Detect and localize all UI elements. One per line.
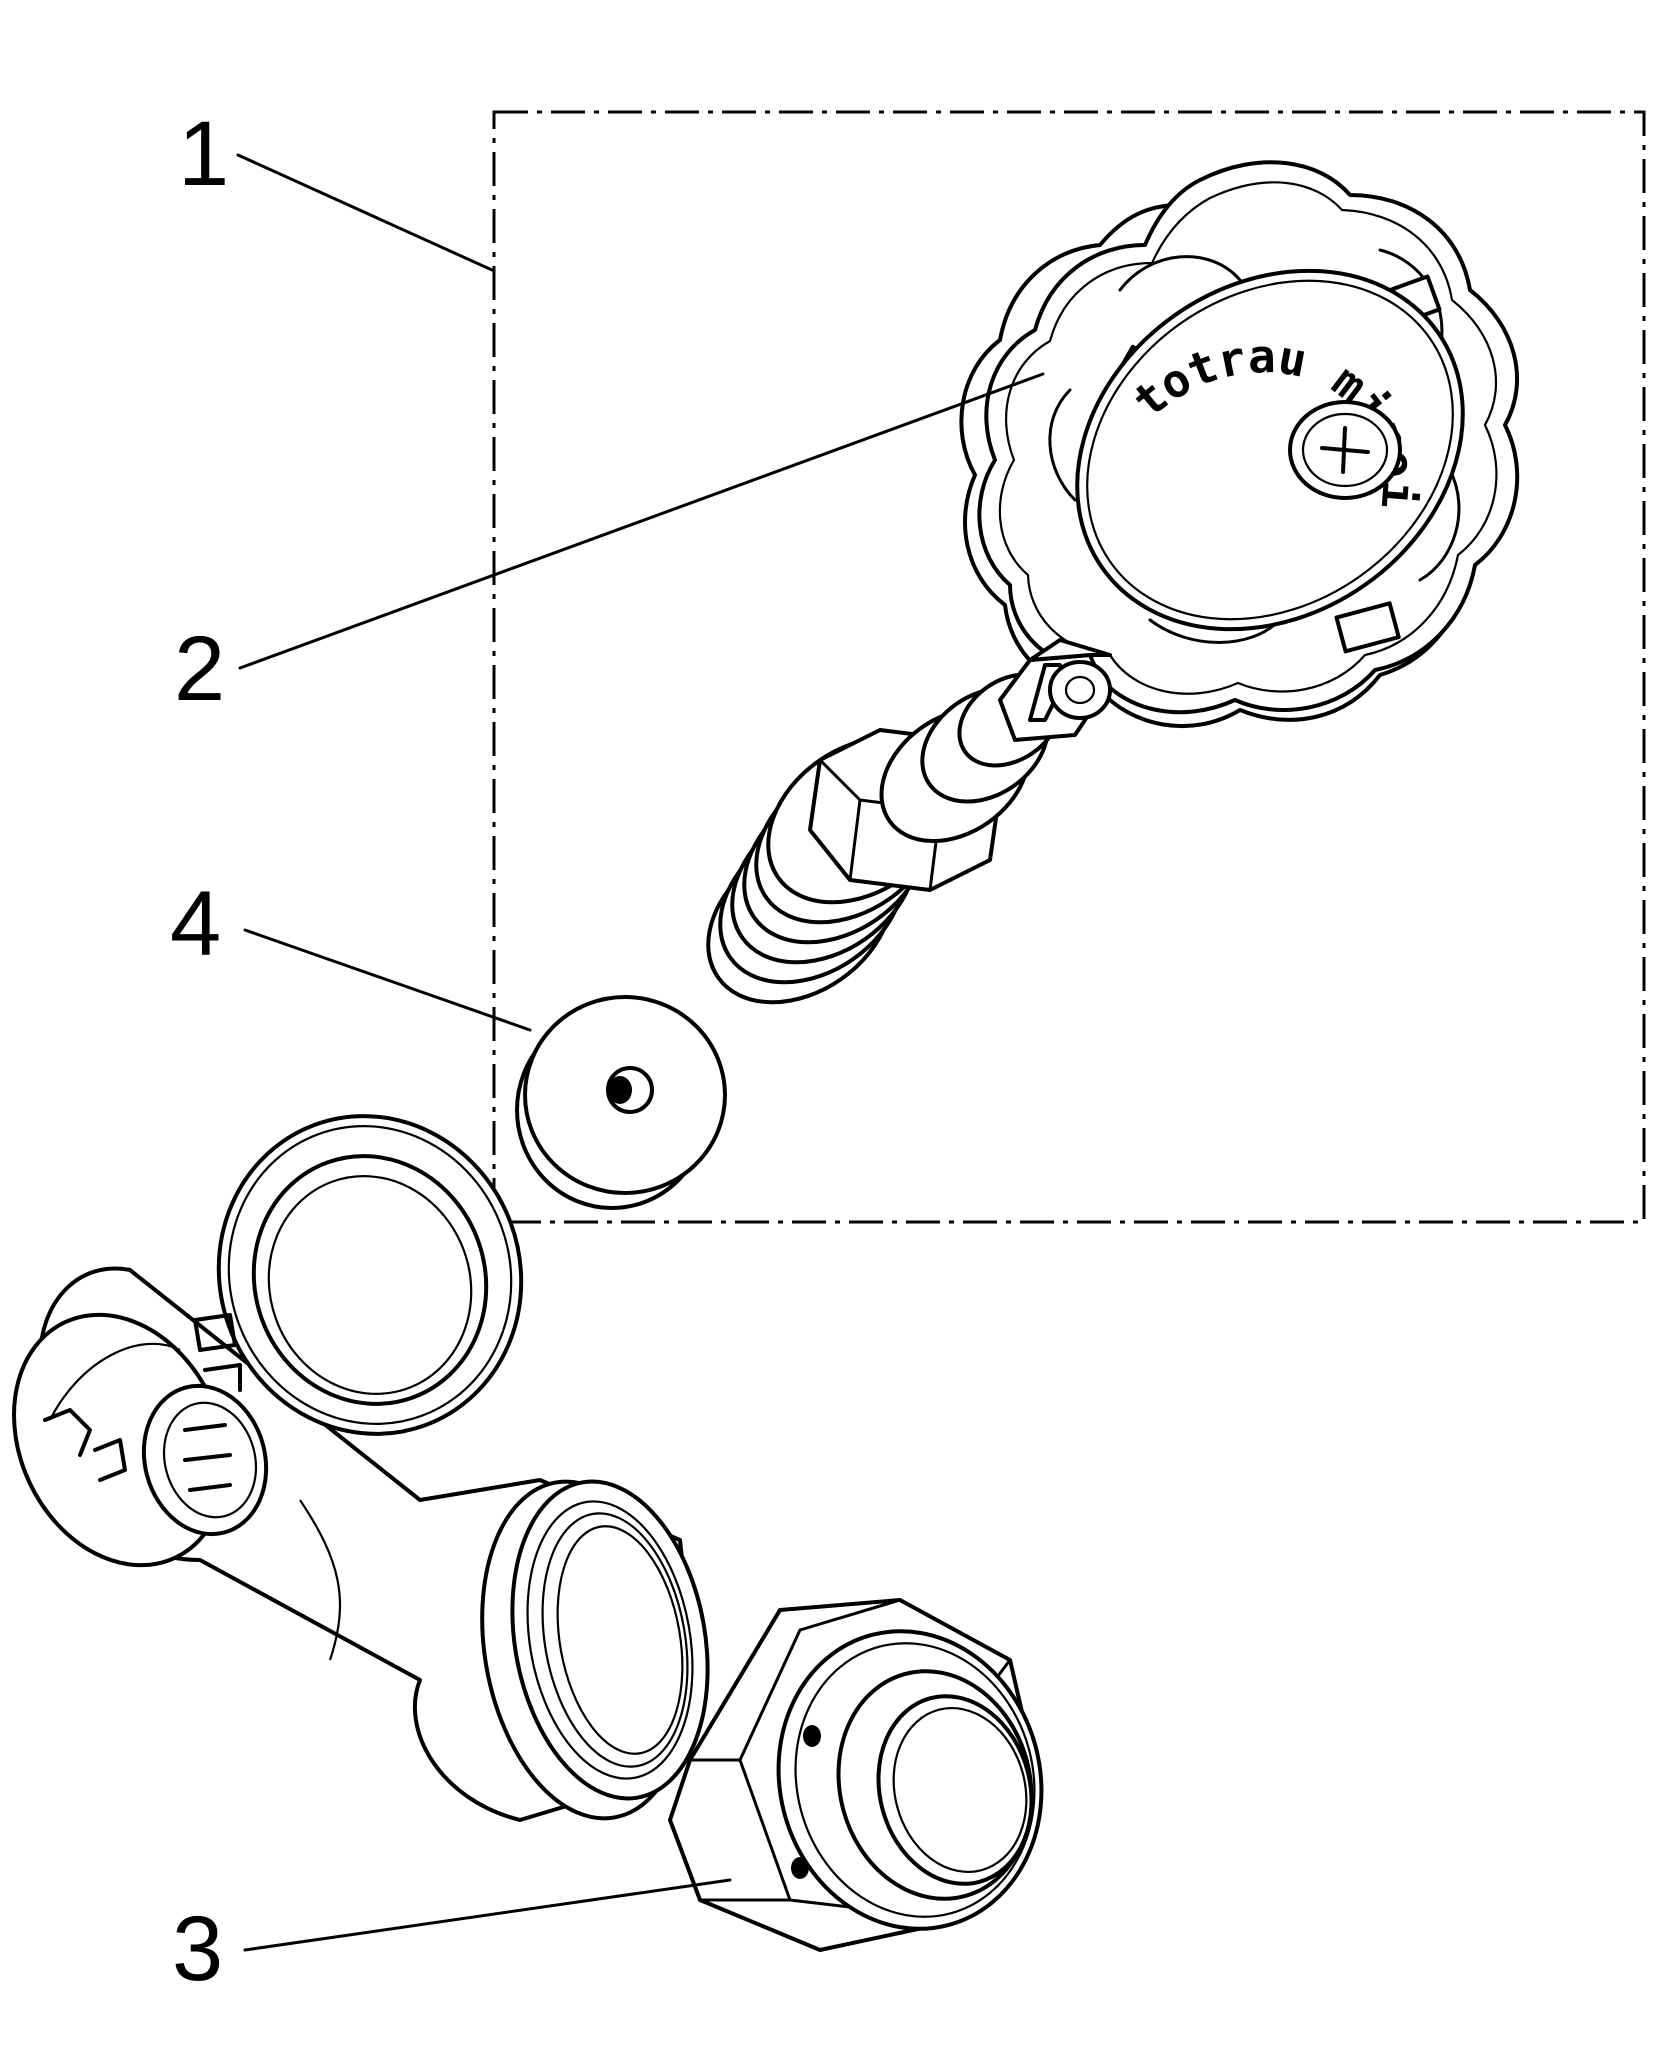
leader-line-1 [236,153,494,272]
callout-4: 4 [170,873,221,975]
leader-line-3 [243,1878,732,1952]
assembly-group-boundary [492,110,1646,1224]
leader-line-4 [243,928,532,1032]
valve-headpart [706,638,1112,1005]
callout-2: 2 [174,618,225,720]
handwheel-part: totrau miroi [959,160,1520,729]
callout-1: 1 [178,103,229,205]
seal-washer-part [515,995,727,1210]
valve-body-part [12,1114,710,1822]
callout-3: 3 [172,1898,223,2000]
union-nut-part [668,1598,1044,1952]
leader-line-2 [238,372,1045,670]
